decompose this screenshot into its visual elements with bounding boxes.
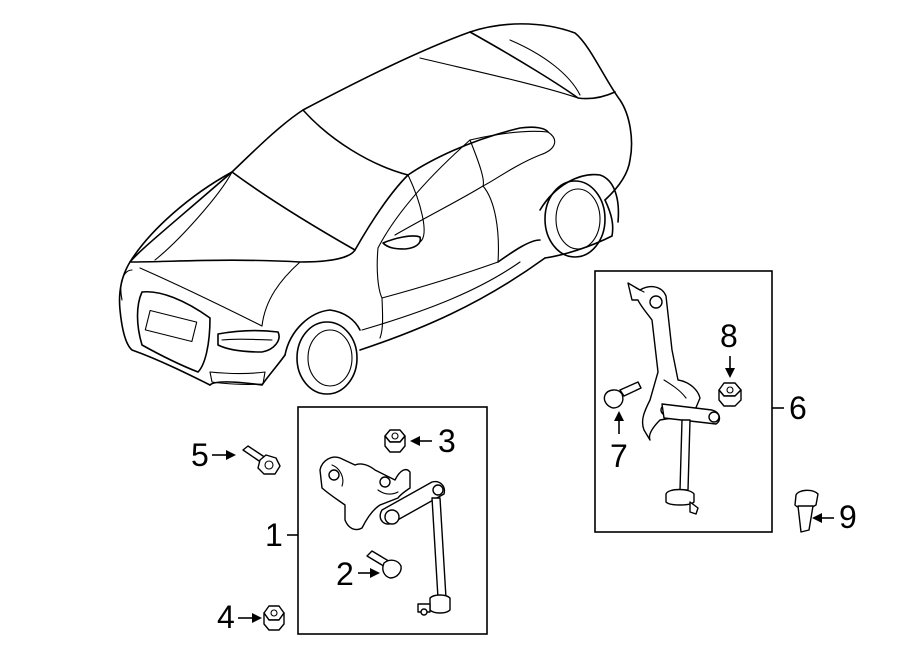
callout-number-3: 3	[438, 423, 456, 459]
hex-nut-icon	[384, 429, 406, 453]
sensor-assembly-box-6	[594, 270, 773, 533]
rear-ride-height-sensor-icon	[627, 282, 721, 515]
hex-nut-icon	[263, 605, 285, 631]
callout-number-6: 6	[789, 390, 807, 426]
sensor-assembly-box-1	[297, 406, 488, 635]
callout-number-8: 8	[720, 318, 738, 354]
bolt-icon	[794, 489, 819, 533]
bolt-icon	[242, 445, 281, 475]
vehicle-illustration-icon	[118, 23, 633, 395]
bolt-icon	[603, 381, 642, 409]
callout-number-5: 5	[191, 437, 209, 473]
bolt-icon	[366, 550, 402, 579]
front-ride-height-sensor-icon	[319, 456, 451, 616]
callout-number-7: 7	[610, 438, 628, 474]
hex-nut-icon	[718, 382, 742, 407]
callout-number-4: 4	[217, 599, 235, 635]
callout-number-1: 1	[265, 517, 283, 553]
callout-number-2: 2	[336, 556, 354, 592]
callout-number-9: 9	[839, 499, 857, 535]
